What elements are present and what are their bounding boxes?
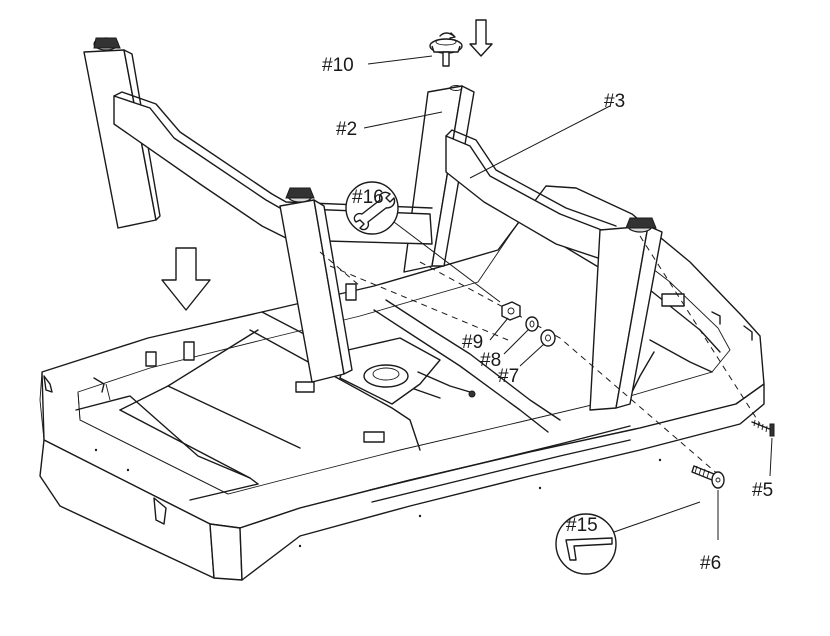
part-labels: #10 #2 #3 #16 #9 #8 #7 #5 #15 #6: [322, 55, 773, 574]
label-part-8: #8: [480, 350, 501, 371]
allen-key-callout-15: [555, 501, 701, 575]
bolt-part-6: [691, 465, 725, 489]
label-part-16: #16: [352, 187, 384, 208]
label-part-7: #7: [498, 366, 519, 387]
label-part-5: #5: [752, 480, 773, 501]
motor-unit: [339, 337, 476, 405]
label-part-6: #6: [700, 553, 721, 574]
leader-lines: [363, 55, 773, 540]
apron-beam-left: [113, 91, 433, 245]
leg-left-front: [279, 187, 353, 383]
screw-part-5: [751, 419, 775, 437]
wrench-callout-16: [345, 181, 501, 303]
label-part-10: #10: [322, 55, 354, 76]
label-part-9: #9: [462, 332, 483, 353]
label-part-2: #2: [336, 119, 357, 140]
label-part-15: #15: [566, 515, 598, 536]
down-arrow-icon: [161, 247, 211, 311]
leveler-part-10: [429, 32, 463, 67]
label-part-3: #3: [604, 91, 625, 112]
down-arrow-small-icon: [469, 19, 493, 57]
lock-washer-part-8: [525, 316, 539, 332]
nut-part-9: [501, 301, 521, 321]
flat-washer-part-7: [540, 329, 556, 347]
leg-right-front: [589, 217, 663, 411]
